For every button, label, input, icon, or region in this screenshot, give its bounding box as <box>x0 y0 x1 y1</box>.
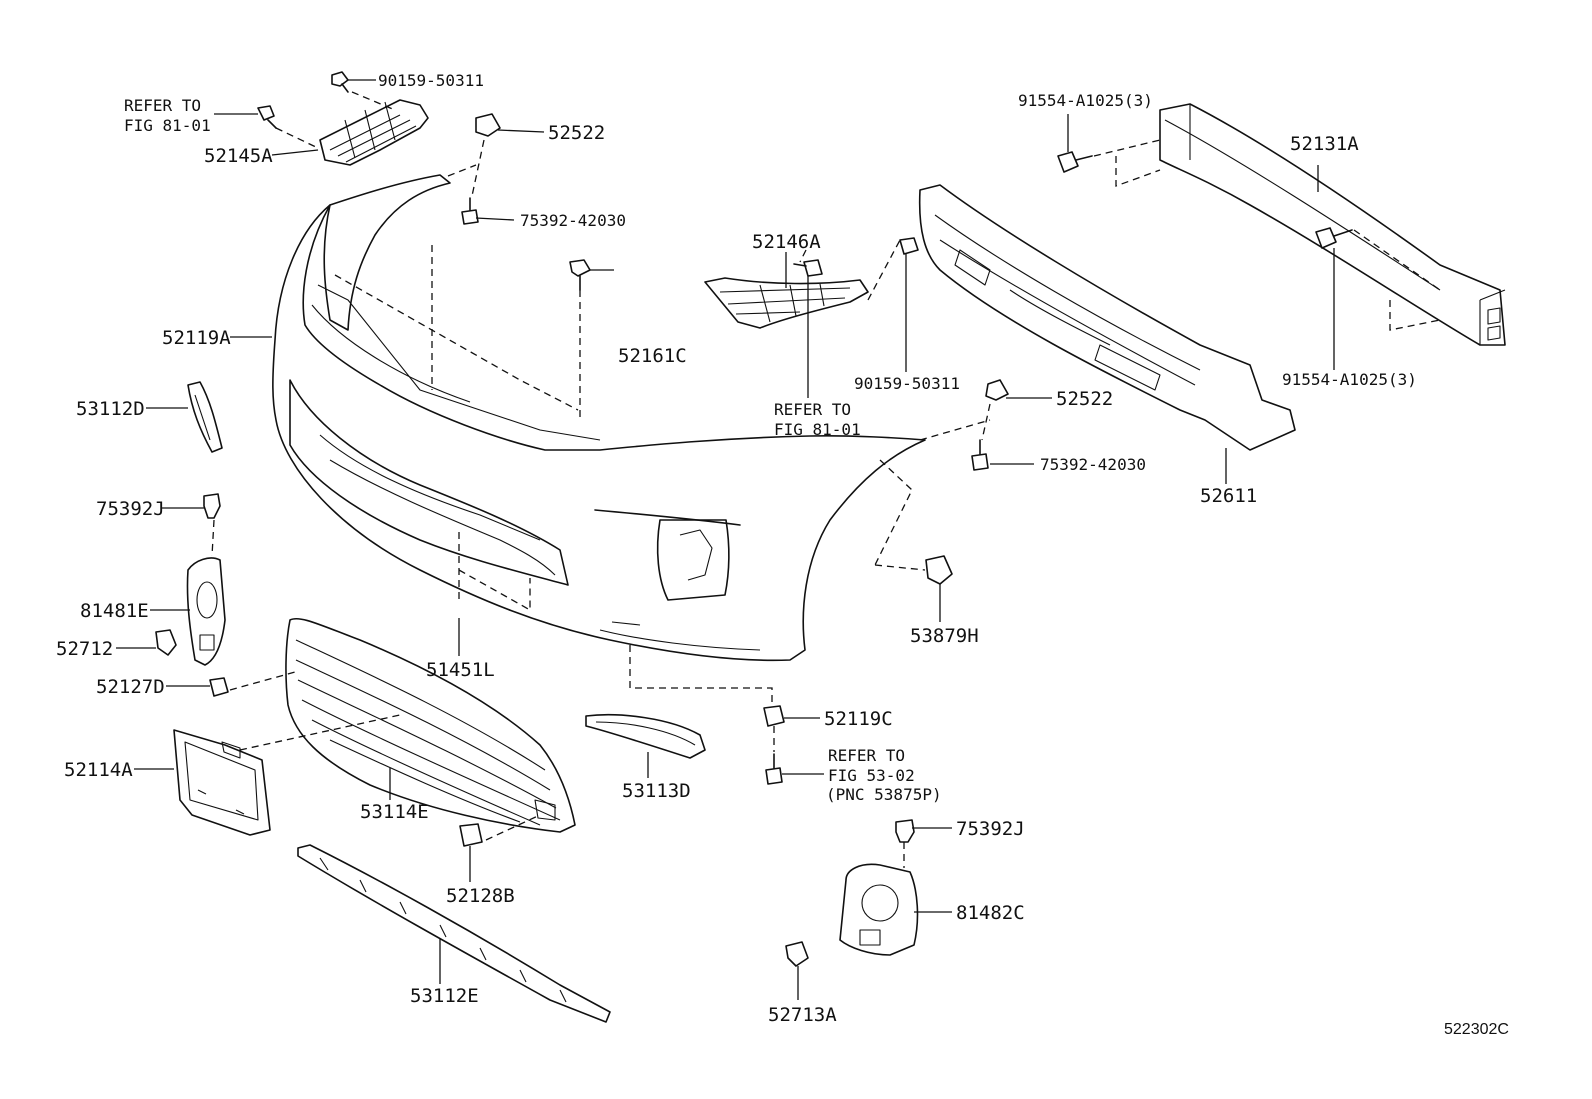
label-fig-81-01-a: FIG 81-01 <box>124 116 211 135</box>
label-90159-50311-top: 90159-50311 <box>378 71 484 90</box>
cap-52127D <box>209 677 229 697</box>
garnish-53113D <box>585 714 706 759</box>
bolt-90159-mid <box>899 237 919 255</box>
label-53112D: 53112D <box>76 398 145 420</box>
label-52145A: 52145A <box>204 145 273 167</box>
cap-52128B <box>459 823 483 847</box>
label-52712: 52712 <box>56 638 113 660</box>
label-91554-A1025-top: 91554-A1025(3) <box>1018 91 1153 110</box>
label-53112E: 53112E <box>410 985 479 1007</box>
label-fig-81-01-b: FIG 81-01 <box>774 420 861 439</box>
bolt-90159-top <box>331 71 349 93</box>
figure-code: 522302C <box>1444 1021 1509 1038</box>
clip-52522-top <box>475 113 501 137</box>
assembly-dashed-lines <box>211 91 1441 868</box>
label-52114A: 52114A <box>64 759 133 781</box>
screw-75392-42030-mid <box>971 439 989 471</box>
screw-refer-c <box>765 753 783 785</box>
bumper-cover <box>272 174 926 662</box>
label-52128B: 52128B <box>446 885 515 907</box>
label-refer-to-c: REFER TO <box>828 746 905 765</box>
clip-75392J-right <box>895 819 915 843</box>
bracket-52146A <box>704 277 869 329</box>
label-refer-to-a: REFER TO <box>124 96 201 115</box>
label-75392-42030-top: 75392-42030 <box>520 211 626 230</box>
bracket-53112D <box>187 381 223 453</box>
bezel-81482C <box>839 863 919 956</box>
bracket-52145A <box>319 99 429 166</box>
screw-75392-42030-top <box>461 197 479 225</box>
label-91554-A1025-bottom: 91554-A1025(3) <box>1282 370 1417 389</box>
label-52127D: 52127D <box>96 676 165 698</box>
bolt-refer-b <box>793 259 823 277</box>
label-refer-to-b: REFER TO <box>774 400 851 419</box>
label-52119C: 52119C <box>824 708 893 730</box>
clip-52119C <box>763 705 785 727</box>
clip-75392J-left <box>203 493 221 519</box>
label-fig-53-02: FIG 53-02 <box>828 766 915 785</box>
absorber-52611 <box>918 184 1296 451</box>
grille-53114E <box>285 617 576 833</box>
label-75392J-left: 75392J <box>96 498 165 520</box>
label-52161C: 52161C <box>618 345 687 367</box>
bezel-81481E <box>186 557 226 666</box>
cap-52713A <box>785 941 809 967</box>
label-53113D: 53113D <box>622 780 691 802</box>
label-51451L: 51451L <box>426 659 495 681</box>
label-52131A: 52131A <box>1290 133 1359 155</box>
label-81482C: 81482C <box>956 902 1025 924</box>
label-75392J-right: 75392J <box>956 818 1025 840</box>
bolt-91554-top <box>1057 151 1093 173</box>
retainer-53879H <box>925 555 953 585</box>
label-52119A: 52119A <box>162 327 231 349</box>
label-52146A: 52146A <box>752 231 821 253</box>
bolt-91554-bottom <box>1315 227 1353 249</box>
label-75392-42030-mid: 75392-42030 <box>1040 455 1146 474</box>
spoiler-53112E <box>297 844 611 1023</box>
license-bracket-52114A <box>173 729 271 836</box>
label-53114E: 53114E <box>360 801 429 823</box>
label-52611: 52611 <box>1200 485 1257 507</box>
clip-52161C <box>569 259 591 291</box>
bolt-refer-a <box>257 105 277 129</box>
reinforcement-52131A <box>1159 103 1506 346</box>
part-labels: 90159-50311 REFER TO FIG 81-01 52145A 52… <box>56 71 1509 1038</box>
label-52522-mid: 52522 <box>1056 388 1113 410</box>
label-90159-50311-mid: 90159-50311 <box>854 374 960 393</box>
clip-52522-mid <box>985 379 1009 401</box>
label-52713A: 52713A <box>768 1004 837 1026</box>
label-pnc-53875P: (PNC 53875P) <box>826 785 942 804</box>
label-52522-top: 52522 <box>548 122 605 144</box>
label-53879H: 53879H <box>910 625 979 647</box>
cap-52712 <box>155 629 177 656</box>
leader-lines <box>116 79 1335 1000</box>
label-81481E: 81481E <box>80 600 149 622</box>
